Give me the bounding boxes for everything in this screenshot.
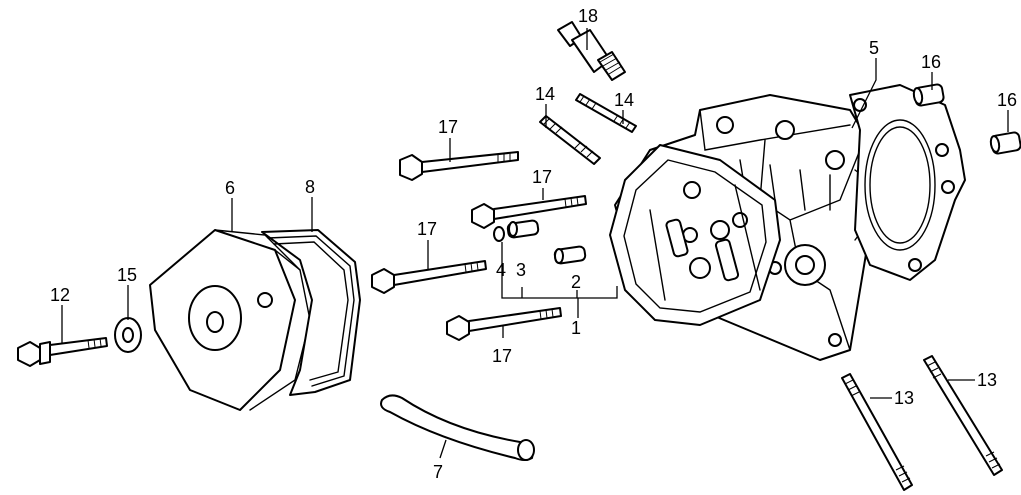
head-bolt-17b bbox=[471, 195, 587, 229]
label-17a: 17 bbox=[438, 117, 458, 137]
cover-bolt bbox=[17, 337, 108, 367]
label-3: 3 bbox=[516, 260, 526, 280]
label-16a: 16 bbox=[921, 52, 941, 72]
label-2: 2 bbox=[571, 272, 581, 292]
label-13a: 13 bbox=[894, 388, 914, 408]
breather-tube bbox=[380, 394, 535, 461]
label-8: 8 bbox=[305, 177, 315, 197]
spark-plug bbox=[557, 21, 626, 81]
label-4: 4 bbox=[496, 260, 506, 280]
label-15: 15 bbox=[117, 265, 137, 285]
label-16b: 16 bbox=[997, 90, 1017, 110]
label-1: 1 bbox=[571, 318, 581, 338]
stud-bolt-14a bbox=[539, 115, 601, 165]
label-17b: 17 bbox=[532, 167, 552, 187]
label-5: 5 bbox=[869, 38, 879, 58]
dowel-pin-16b bbox=[989, 131, 1021, 155]
stud-13b bbox=[923, 355, 1003, 476]
label-14b: 14 bbox=[614, 90, 634, 110]
leader-lines bbox=[61, 28, 1009, 459]
label-18: 18 bbox=[578, 6, 598, 26]
part-numbers: 18 14 14 17 17 17 17 5 16 16 6 8 12 15 7… bbox=[50, 6, 1017, 482]
dowel-pin-2 bbox=[553, 245, 587, 265]
stud-bolt-14b bbox=[575, 93, 637, 133]
o-ring-4 bbox=[493, 226, 505, 242]
dowel-pin-3 bbox=[506, 219, 540, 239]
label-7: 7 bbox=[433, 462, 443, 482]
label-17c: 17 bbox=[417, 219, 437, 239]
head-bolt-17a bbox=[399, 151, 519, 181]
head-cover bbox=[149, 229, 311, 411]
label-12: 12 bbox=[50, 285, 70, 305]
head-bolt-17c bbox=[371, 260, 487, 294]
label-17d: 17 bbox=[492, 346, 512, 366]
washer-15 bbox=[114, 317, 142, 353]
cover-gasket bbox=[261, 229, 361, 396]
dowel-pin-16a bbox=[912, 83, 945, 107]
label-6: 6 bbox=[225, 178, 235, 198]
label-13b: 13 bbox=[977, 370, 997, 390]
stud-13a bbox=[841, 373, 913, 491]
head-gasket bbox=[849, 84, 966, 281]
head-bolt-17d bbox=[446, 307, 562, 341]
label-14a: 14 bbox=[535, 84, 555, 104]
valve-chamber bbox=[609, 144, 781, 326]
